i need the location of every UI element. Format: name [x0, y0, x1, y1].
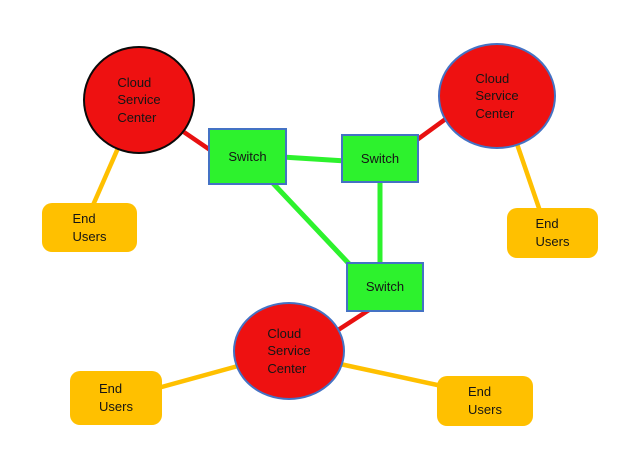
- link-switch-1-to-switch-2: [279, 154, 349, 164]
- end-users-1-node: End Users: [42, 203, 137, 252]
- cloud-service-center-2-node: Cloud Service Center: [438, 43, 556, 149]
- switch-1-label: Switch: [228, 148, 267, 164]
- end-users-3-label: End Users: [99, 381, 133, 414]
- cloud-service-center-2-label: Cloud Service Center: [475, 70, 519, 121]
- switch-3-label: Switch: [365, 279, 405, 295]
- link-switch-1-to-switch-3: [266, 176, 356, 271]
- end-users-4-node: End Users: [437, 376, 533, 426]
- link-cloud-service-center-1-to-end-users-1: [87, 136, 125, 215]
- cloud-service-center-3-node: Cloud Service Center: [233, 302, 345, 400]
- cloud-service-center-1-node: Cloud Service Center: [83, 46, 195, 154]
- link-cloud-service-center-3-to-switch-3: [332, 305, 375, 335]
- end-users-3-node: End Users: [70, 371, 162, 425]
- end-users-2-node: End Users: [507, 208, 598, 258]
- end-users-2-label: End Users: [535, 216, 570, 249]
- end-users-1-label: End Users: [72, 210, 107, 244]
- link-cloud-service-center-2-to-end-users-2: [513, 138, 544, 217]
- cloud-service-center-1-label: Cloud Service Center: [117, 74, 161, 125]
- switch-2-label: Switch: [360, 150, 400, 166]
- link-cloud-service-center-3-to-end-users-3: [155, 363, 241, 391]
- link-cloud-service-center-3-to-end-users-4: [337, 361, 445, 389]
- link-cloud-service-center-2-to-switch-2: [411, 115, 450, 145]
- switch-2-node: Switch: [341, 134, 419, 183]
- switch-1-node: Switch: [208, 128, 287, 185]
- end-users-4-label: End Users: [468, 384, 502, 417]
- cloud-service-center-3-label: Cloud Service Center: [267, 325, 311, 376]
- switch-3-node: Switch: [346, 262, 424, 312]
